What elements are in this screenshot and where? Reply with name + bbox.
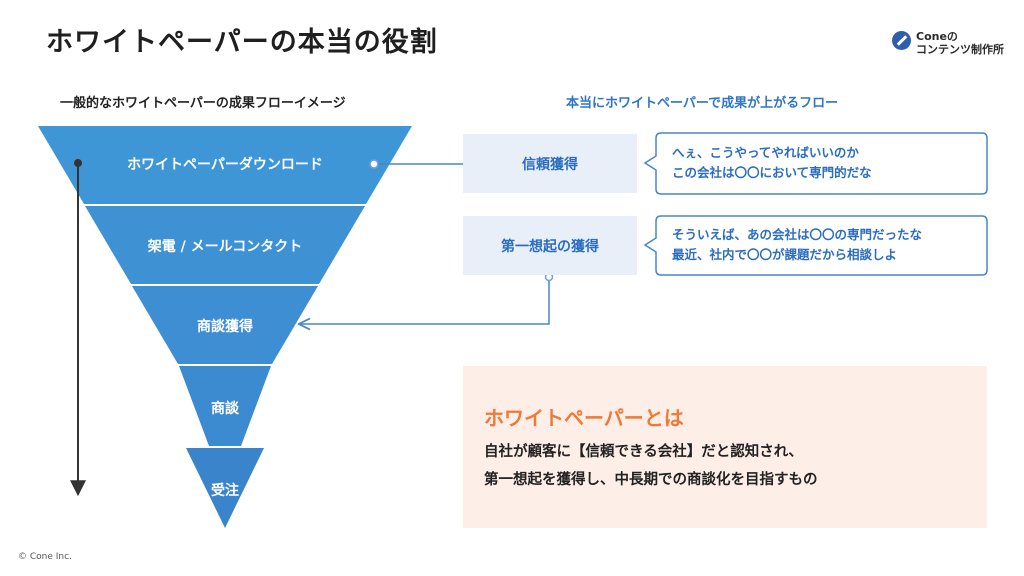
- funnel-stage-4: [179, 366, 271, 446]
- logo-icon: [892, 31, 911, 50]
- whitepaper-heading: ホワイトペーパーとは: [484, 406, 684, 430]
- speech-bubble-1: [643, 132, 988, 195]
- whitepaper-line-1: 自社が顧客に【信頼できる会社】だと認知され、: [484, 444, 803, 460]
- funnel-stage-5-body: [186, 448, 264, 528]
- right-heading: 本当にホワイトペーパーで成果が上がるフロー: [566, 96, 839, 111]
- speech-bubble-2: [643, 215, 988, 276]
- left-heading: 一般的なホワイトペーパーの成果フローイメージ: [60, 96, 346, 111]
- whitepaper-definition-box: [463, 366, 987, 528]
- funnel-label-contact: 架電 / メールコンタクト: [147, 239, 303, 255]
- funnel-label-download: ホワイトペーパーダウンロード: [127, 157, 323, 173]
- bubble-1-line-1: へぇ、こうやってやればいいのか: [672, 145, 859, 160]
- step-trust: 信頼獲得: [463, 134, 637, 193]
- logo-text-line1: Coneの: [916, 30, 958, 43]
- funnel-stage-2: [85, 206, 365, 284]
- step-first-recall: 第一想起の獲得: [463, 216, 637, 275]
- bubble-2-line-2: 最近、社内で〇〇が課題だから相談しよ: [672, 247, 898, 262]
- process-arrow-start-dot: [74, 159, 82, 167]
- funnel-label-deal-acquired: 商談獲得: [197, 319, 253, 335]
- bubble-2-line-1: そういえば、あの会社は〇〇の専門だったな: [672, 227, 923, 242]
- whitepaper-line-2: 第一想起を獲得し、中長期での商談化を目指すもの: [484, 472, 818, 488]
- funnel-stage-1: [38, 126, 412, 204]
- bubble-1-line-2: この会社は〇〇において専門的だな: [672, 165, 872, 180]
- funnel-label-negotiation: 商談: [211, 401, 239, 417]
- brand-logo: Coneの コンテンツ制作所: [892, 28, 1004, 56]
- connector-start-dot: [369, 159, 379, 169]
- logo-text-line2: コンテンツ制作所: [916, 43, 1004, 56]
- page-title: ホワイトペーパーの本当の役割: [46, 27, 438, 58]
- funnel-stage-3: [132, 286, 318, 364]
- copyright: © Cone Inc.: [18, 552, 72, 562]
- connector-to-deal: [300, 281, 550, 324]
- funnel-label-order: 受注: [211, 483, 239, 499]
